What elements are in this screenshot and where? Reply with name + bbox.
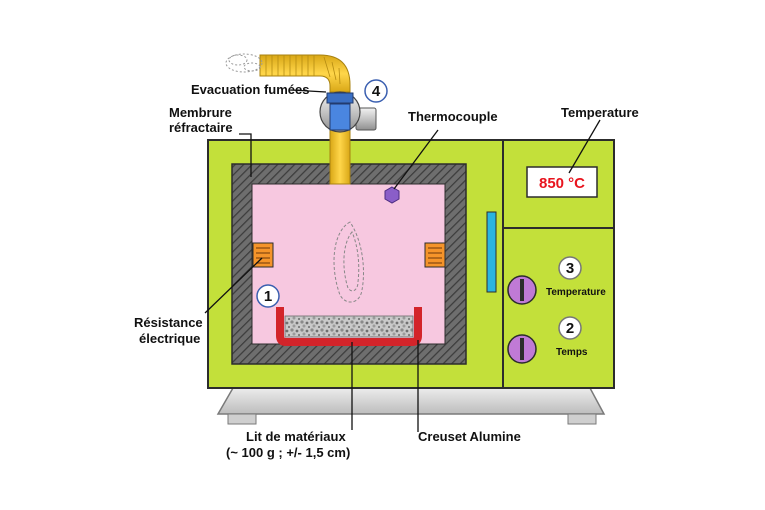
temperature-display-value: 850 °C: [539, 175, 585, 192]
label-membrure-line1: Membrure: [169, 105, 232, 120]
marker-3: 3: [558, 256, 582, 280]
label-creuset: Creuset Alumine: [418, 429, 521, 444]
marker-4: 4: [364, 79, 388, 103]
label-resistance-line2: électrique: [139, 331, 200, 346]
time-knob[interactable]: [507, 334, 537, 364]
leader-lines: [204, 89, 601, 432]
material-bed: [284, 315, 414, 338]
thermocouple-probe-icon: [384, 186, 400, 204]
alumina-crucible: [276, 307, 422, 346]
label-thermocouple: Thermocouple: [408, 109, 498, 124]
heat-plume-icon: [333, 221, 364, 303]
extraction-fan-icon: [319, 91, 377, 133]
marker-4-label: 4: [372, 83, 381, 100]
label-resistance-line1: Résistance: [134, 315, 203, 330]
temperature-display: [526, 166, 598, 198]
label-evacuation-fumees: Evacuation fumées: [191, 82, 310, 97]
pipe-corrugation: [265, 55, 341, 85]
label-lit-line2: (~ 100 g ; +/- 1,5 cm): [226, 445, 350, 460]
marker-3-label: 3: [566, 260, 574, 277]
marker-1: 1: [256, 284, 280, 308]
marker-2: 2: [558, 316, 582, 340]
heating-element-right-icon: [424, 242, 446, 268]
smoke-cloud-icon: [225, 53, 263, 73]
label-lit-line1: Lit de matériaux: [246, 429, 346, 444]
label-knob-temps: Temps: [556, 347, 588, 358]
temperature-knob[interactable]: [507, 275, 537, 305]
exhaust-elbow: [259, 54, 351, 93]
marker-2-label: 2: [566, 320, 574, 337]
label-temperature: Temperature: [561, 105, 639, 120]
label-membrure-line2: réfractaire: [169, 120, 233, 135]
label-knob-temperature: Temperature: [546, 287, 606, 298]
viewing-window: [486, 211, 497, 293]
marker-1-label: 1: [264, 288, 272, 305]
oven-base: [216, 387, 606, 425]
